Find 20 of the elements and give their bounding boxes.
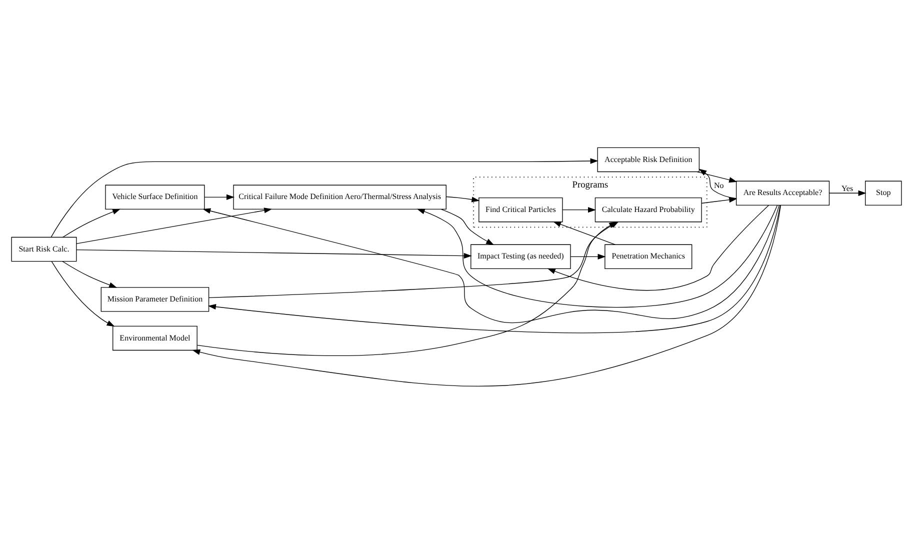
arrow	[446, 196, 480, 202]
arrow	[698, 168, 737, 199]
arrow	[204, 194, 234, 200]
arrow	[51, 261, 115, 327]
arrow	[562, 207, 596, 213]
arrow	[192, 205, 782, 387]
arrow	[828, 190, 866, 196]
arrow	[62, 261, 118, 288]
arrow	[440, 208, 494, 246]
arrow	[570, 254, 606, 260]
arrow	[547, 204, 770, 291]
arrow	[76, 208, 272, 244]
arrow	[62, 208, 121, 238]
arrow	[696, 171, 738, 183]
arrow	[416, 204, 778, 308]
arrow	[552, 222, 616, 245]
arrow	[196, 221, 618, 356]
arrow	[701, 197, 738, 204]
arrow	[76, 249, 472, 259]
arrow	[50, 158, 598, 238]
